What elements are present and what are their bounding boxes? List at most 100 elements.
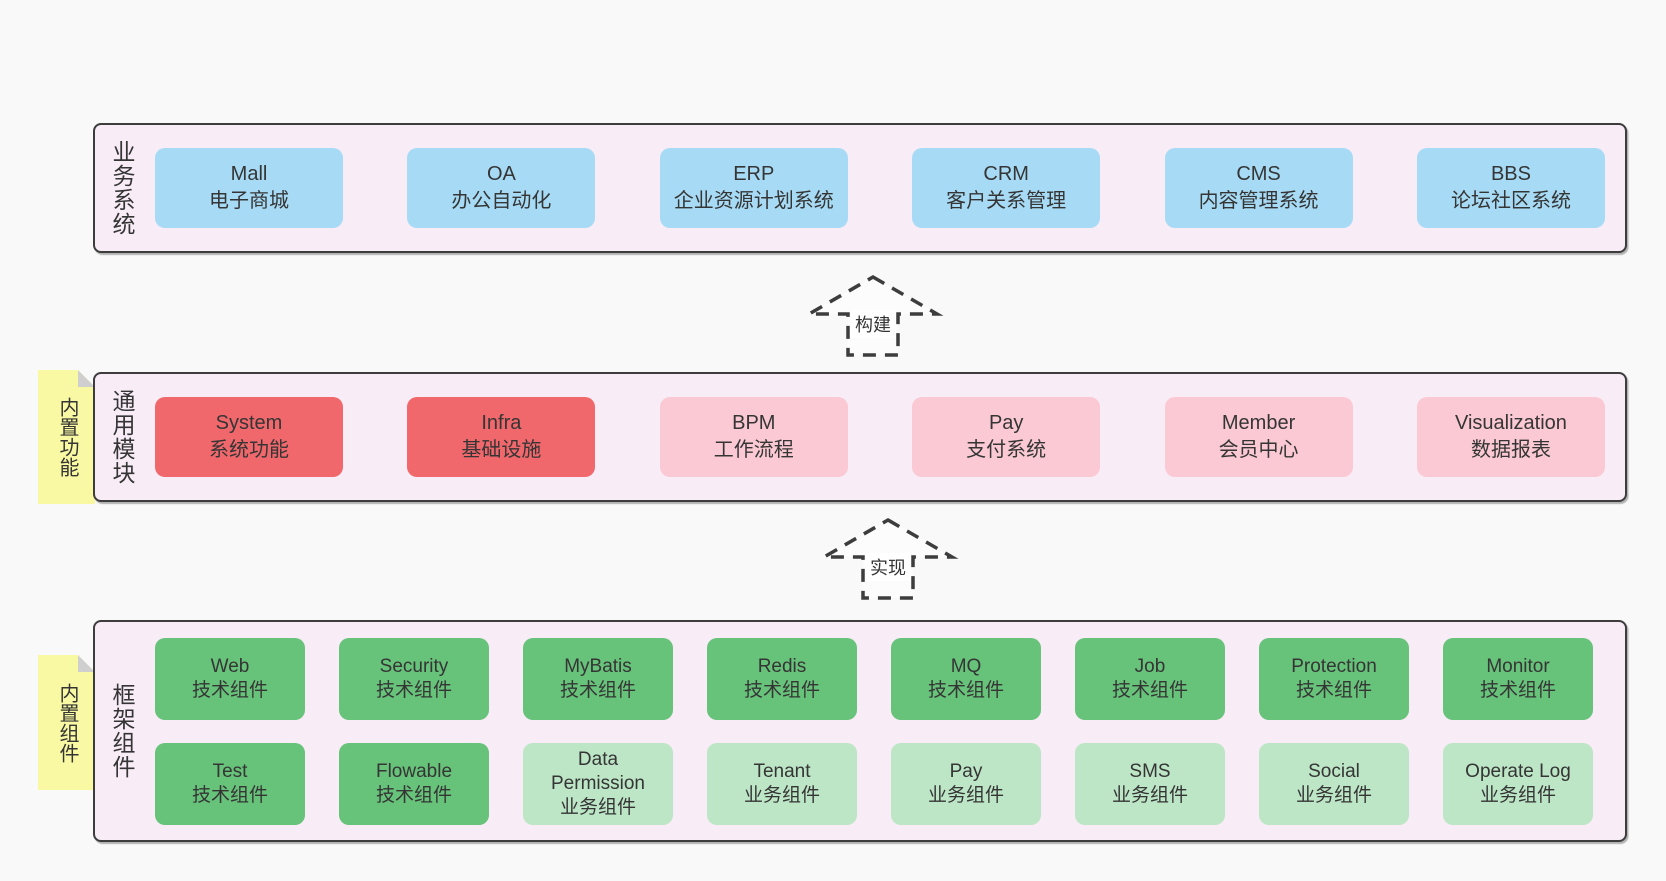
- box-desc: 企业资源计划系统: [673, 190, 834, 212]
- business-systems-row: Mall 电子商城 OA 办公自动化 ERP 企业资源计划系统 CRM 客户关系…: [135, 148, 1625, 228]
- framework-components-row-1: Web 技术组件 Security 技术组件 MyBatis 技术组件 Redi…: [155, 637, 1593, 720]
- build-arrow: 构建: [802, 274, 956, 358]
- implement-arrow: 实现: [817, 517, 971, 601]
- box-flowable: Flowable 技术组件: [339, 742, 489, 825]
- box-mq: MQ 技术组件: [891, 637, 1041, 720]
- box-name: CMS: [1236, 163, 1281, 185]
- layer-label-framework-components: 框架组件: [109, 683, 135, 779]
- box-desc: 支付系统: [966, 439, 1047, 461]
- box-mall: Mall 电子商城: [155, 148, 343, 228]
- box-redis: Redis 技术组件: [707, 637, 857, 720]
- box-desc: 技术组件: [559, 679, 636, 701]
- box-name: ERP: [733, 163, 775, 185]
- box-social: Social 业务组件: [1259, 742, 1409, 825]
- box-desc: 技术组件: [1111, 679, 1188, 701]
- box-sms: SMS 业务组件: [1075, 742, 1225, 825]
- box-desc: 技术组件: [927, 679, 1004, 701]
- box-name: Redis: [757, 655, 807, 677]
- box-desc: 技术组件: [375, 679, 452, 701]
- box-name: CRM: [983, 163, 1029, 185]
- box-erp: ERP 企业资源计划系统: [659, 148, 848, 228]
- box-name: MyBatis: [564, 655, 632, 677]
- box-name: Infra: [481, 412, 522, 434]
- layer-common-modules: 通用模块 System 系统功能 Infra 基础设施 BPM 工作流程 Pay…: [93, 372, 1627, 502]
- box-name: Job: [1134, 655, 1166, 677]
- box-desc: 技术组件: [375, 784, 452, 806]
- box-name: Monitor: [1486, 655, 1550, 677]
- layer-label-common-modules: 通用模块: [109, 389, 135, 485]
- box-mybatis: MyBatis 技术组件: [523, 637, 673, 720]
- box-name: Flowable: [375, 760, 453, 782]
- box-desc: 技术组件: [191, 784, 268, 806]
- box-name: Pay: [949, 760, 983, 782]
- box-desc: 会员中心: [1218, 439, 1299, 461]
- build-arrow-label: 构建: [850, 310, 896, 338]
- box-desc: 工作流程: [713, 439, 794, 461]
- layer-label-business-systems: 业务系统: [109, 140, 135, 236]
- common-modules-row: System 系统功能 Infra 基础设施 BPM 工作流程 Pay 支付系统…: [135, 397, 1625, 477]
- implement-arrow-label: 实现: [865, 553, 911, 581]
- box-desc: 技术组件: [743, 679, 820, 701]
- box-desc: 业务组件: [1479, 784, 1556, 806]
- box-name: Social: [1308, 760, 1360, 782]
- box-system: System 系统功能: [155, 397, 343, 477]
- box-visualization: Visualization 数据报表: [1416, 397, 1605, 477]
- box-name: System: [215, 412, 283, 434]
- box-desc: 论坛社区系统: [1450, 190, 1571, 212]
- box-desc: 业务组件: [559, 796, 636, 818]
- box-desc: 技术组件: [191, 679, 268, 701]
- note-built-in-components: 内置组件: [38, 655, 95, 790]
- box-name: BPM: [732, 412, 776, 434]
- box-desc: 客户关系管理: [946, 190, 1067, 212]
- box-bbs: BBS 论坛社区系统: [1416, 148, 1605, 228]
- box-name: Test: [212, 760, 248, 782]
- framework-components-rows: Web 技术组件 Security 技术组件 MyBatis 技术组件 Redi…: [135, 637, 1625, 825]
- box-desc: 技术组件: [1479, 679, 1556, 701]
- box-name: SMS: [1129, 760, 1171, 782]
- box-operate-log: Operate Log 业务组件: [1443, 742, 1593, 825]
- box-desc: 业务组件: [743, 784, 820, 806]
- box-tenant: Tenant 业务组件: [707, 742, 857, 825]
- box-name: Visualization: [1454, 412, 1567, 434]
- box-name: Mall: [230, 163, 268, 185]
- box-infra: Infra 基础设施: [407, 397, 596, 477]
- box-web: Web 技术组件: [155, 637, 305, 720]
- box-desc: 内容管理系统: [1198, 190, 1319, 212]
- box-name: OA: [486, 163, 516, 185]
- box-job: Job 技术组件: [1075, 637, 1225, 720]
- box-name: MQ: [950, 655, 982, 677]
- box-name: Security: [379, 655, 449, 677]
- box-pay-component: Pay 业务组件: [891, 742, 1041, 825]
- framework-components-row-2: Test 技术组件 Flowable 技术组件 Data Permission …: [155, 742, 1593, 825]
- box-pay-module: Pay 支付系统: [912, 397, 1101, 477]
- box-protection: Protection 技术组件: [1259, 637, 1409, 720]
- note-text: 内置组件: [56, 682, 78, 763]
- box-security: Security 技术组件: [339, 637, 489, 720]
- box-name: Protection: [1291, 655, 1377, 677]
- box-desc: 电子商城: [209, 190, 289, 212]
- box-bpm: BPM 工作流程: [659, 397, 848, 477]
- box-desc: 技术组件: [1295, 679, 1372, 701]
- box-name: Member: [1221, 412, 1296, 434]
- box-desc: 业务组件: [927, 784, 1004, 806]
- box-data-permission: Data Permission 业务组件: [523, 742, 673, 825]
- box-desc: 业务组件: [1111, 784, 1188, 806]
- layer-business-systems: 业务系统 Mall 电子商城 OA 办公自动化 ERP 企业资源计划系统 CRM…: [93, 123, 1627, 253]
- box-name: Pay: [988, 412, 1024, 434]
- box-desc: 系统功能: [209, 439, 289, 461]
- box-desc: 业务组件: [1295, 784, 1372, 806]
- box-monitor: Monitor 技术组件: [1443, 637, 1593, 720]
- box-desc: 办公自动化: [451, 190, 552, 212]
- box-oa: OA 办公自动化: [407, 148, 596, 228]
- box-test: Test 技术组件: [155, 742, 305, 825]
- box-cms: CMS 内容管理系统: [1164, 148, 1353, 228]
- layer-framework-components: 框架组件 Web 技术组件 Security 技术组件 MyBatis 技术组件…: [93, 620, 1627, 842]
- note-text: 内置功能: [56, 397, 78, 477]
- box-name: Data Permission: [551, 748, 645, 794]
- box-name: BBS: [1490, 163, 1531, 185]
- box-member: Member 会员中心: [1164, 397, 1353, 477]
- box-name: Tenant: [753, 760, 811, 782]
- box-desc: 基础设施: [461, 439, 542, 461]
- box-desc: 数据报表: [1470, 439, 1551, 461]
